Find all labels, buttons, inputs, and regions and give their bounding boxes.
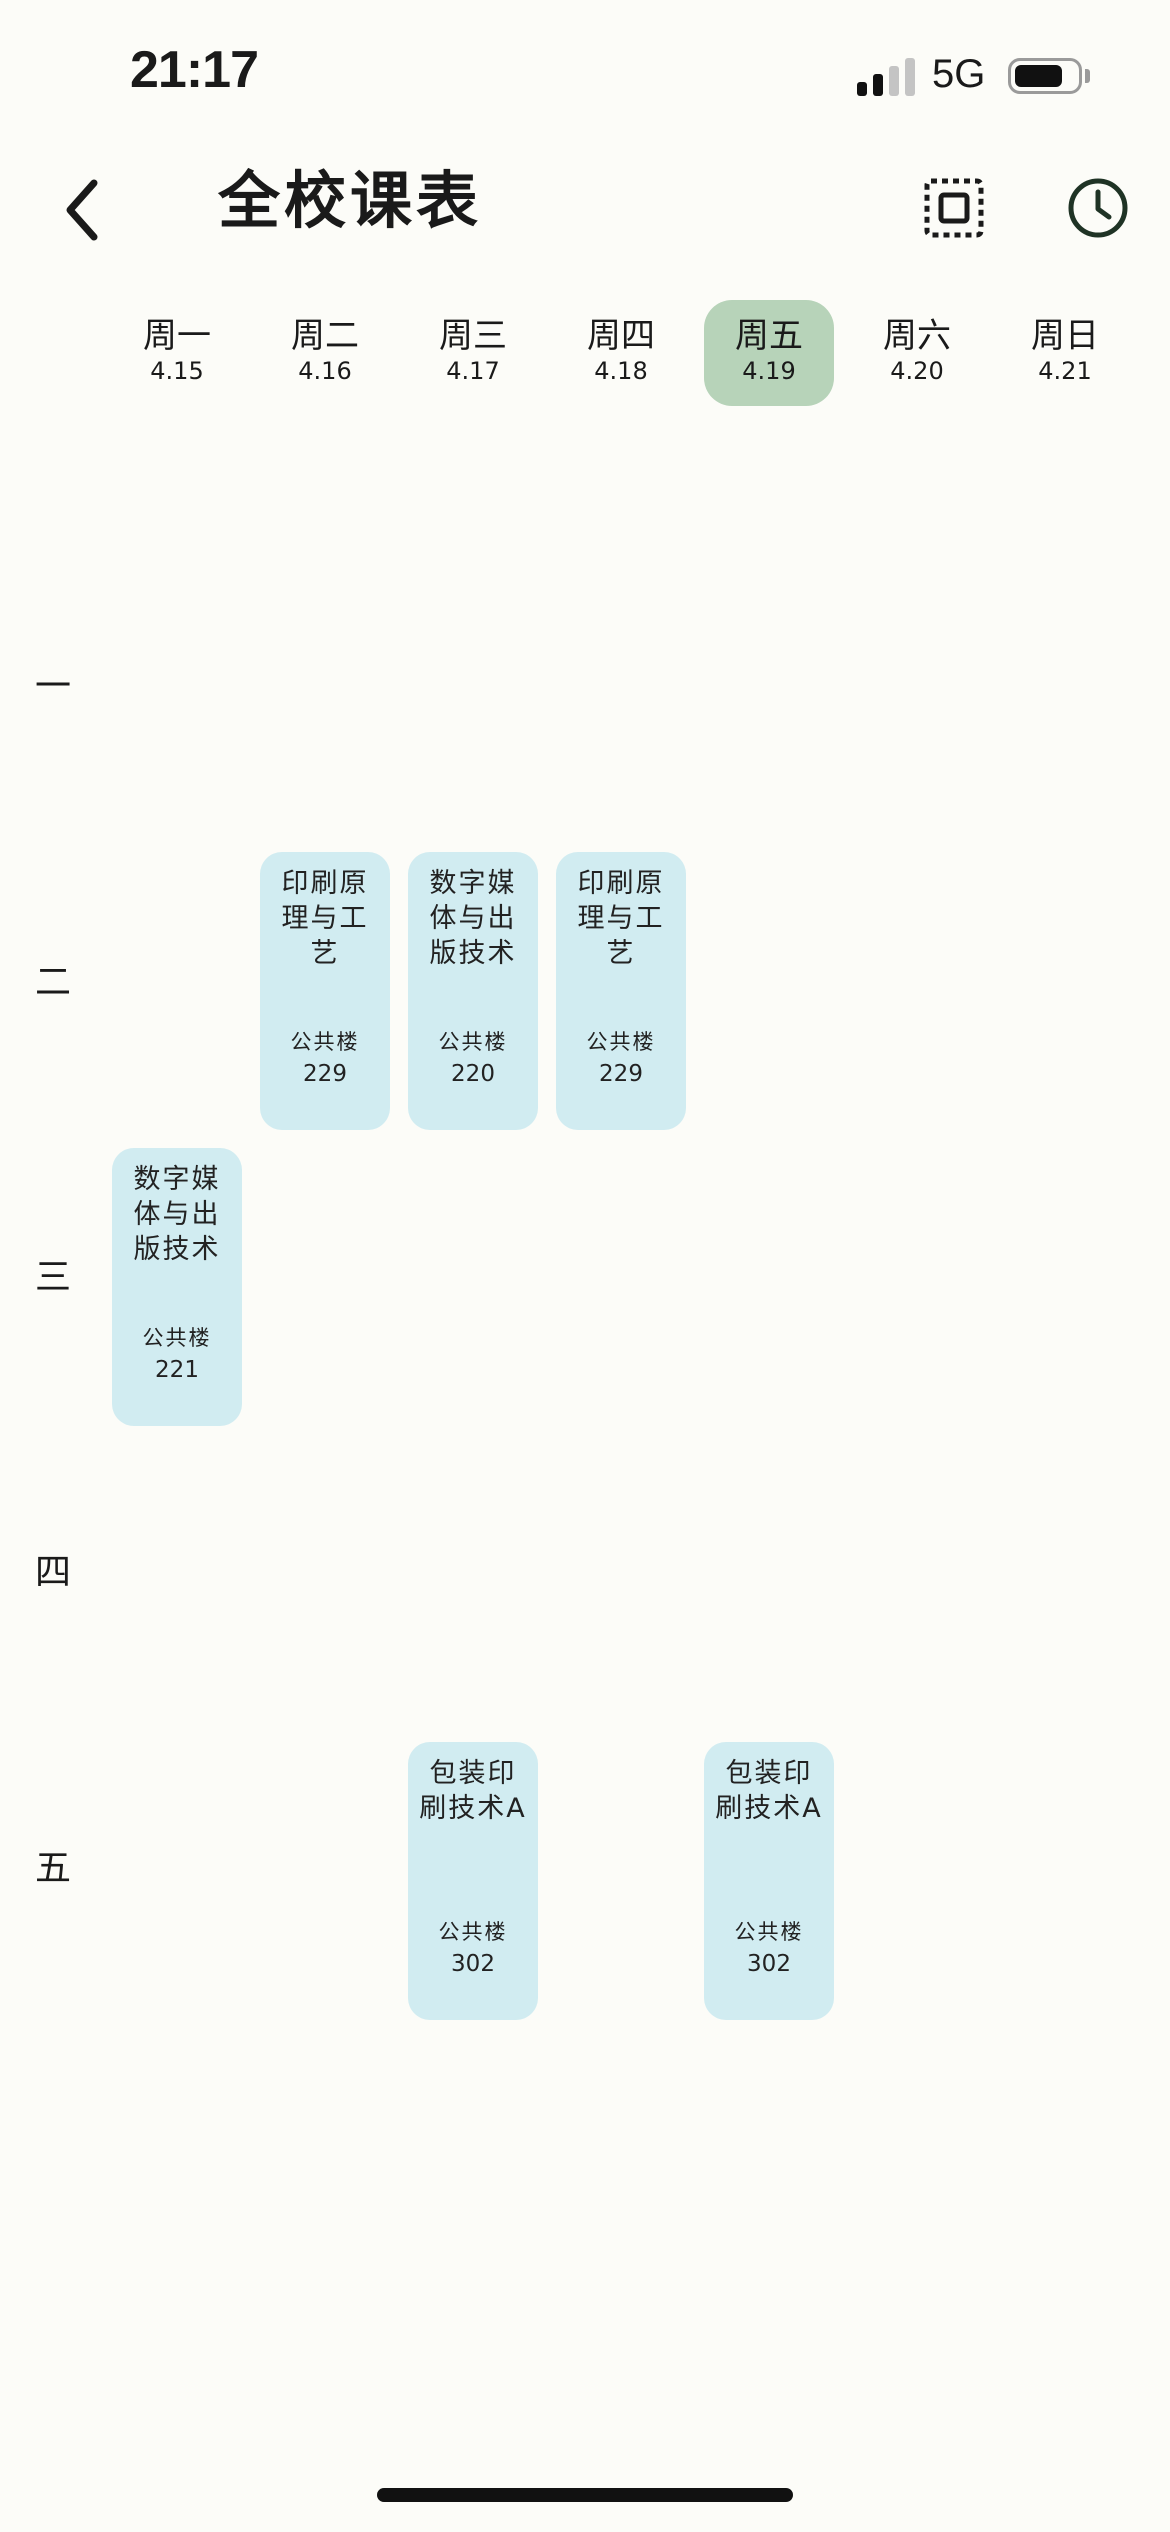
day-date: 4.17 xyxy=(446,357,500,385)
status-time: 21:17 xyxy=(130,41,259,99)
course-name: 包装印刷技术A xyxy=(715,1758,823,1824)
day-name: 周四 xyxy=(587,316,655,356)
course-room: 229 xyxy=(599,1061,643,1087)
day-date: 4.18 xyxy=(594,357,648,385)
chevron-left-icon xyxy=(66,179,98,241)
signal-icon xyxy=(857,58,917,96)
period-label: 二 xyxy=(34,962,71,1003)
period-label: 三 xyxy=(34,1257,71,1298)
signal-bar xyxy=(857,82,867,96)
signal-bar xyxy=(905,58,915,96)
select-button[interactable] xyxy=(922,176,986,240)
course-building: 公共楼 xyxy=(438,1920,508,1944)
dashed-square-icon xyxy=(924,178,984,238)
course-name: 数字媒体与出版技术 xyxy=(133,1164,221,1265)
day-date: 4.16 xyxy=(298,357,352,385)
course-building: 公共楼 xyxy=(142,1326,212,1350)
day-date: 4.21 xyxy=(1038,357,1092,385)
course-room: 221 xyxy=(155,1357,199,1383)
clock-icon xyxy=(1068,178,1128,238)
day-name: 周一 xyxy=(143,316,211,356)
battery-tip xyxy=(1085,69,1090,83)
course-card[interactable]: 包装印刷技术A 公共楼 302 xyxy=(704,1742,834,2020)
network-label: 5G xyxy=(932,52,986,96)
battery-icon xyxy=(1008,58,1082,94)
course-building: 公共楼 xyxy=(438,1030,508,1054)
status-bar: 21:17 5G xyxy=(0,0,1170,150)
course-room: 220 xyxy=(451,1061,495,1087)
period-label: 五 xyxy=(34,1848,71,1889)
course-card[interactable]: 数字媒体与出版技术公共楼 221 xyxy=(112,1148,242,1426)
course-card[interactable]: 数字媒体与出版技术公共楼 220 xyxy=(408,852,538,1130)
day-name: 周二 xyxy=(291,316,359,356)
signal-bar xyxy=(873,74,883,96)
back-button[interactable] xyxy=(50,165,120,255)
day-date: 4.20 xyxy=(890,357,944,385)
course-building: 公共楼 xyxy=(290,1030,360,1054)
home-indicator[interactable] xyxy=(377,2488,793,2502)
course-building: 公共楼 xyxy=(586,1030,656,1054)
course-room: 229 xyxy=(303,1061,347,1087)
day-name: 周六 xyxy=(883,316,951,356)
course-building: 公共楼 xyxy=(734,1920,804,1944)
course-card[interactable]: 包装印刷技术A 公共楼 302 xyxy=(408,1742,538,2020)
day-name: 周日 xyxy=(1031,316,1099,356)
day-date: 4.19 xyxy=(742,357,796,385)
day-date: 4.15 xyxy=(150,357,204,385)
day-name: 周三 xyxy=(439,316,507,356)
period-label: 一 xyxy=(34,666,71,707)
course-name: 印刷原理与工艺 xyxy=(281,868,369,969)
page-title: 全校课表 xyxy=(218,164,483,237)
day-name: 周五 xyxy=(735,316,803,356)
course-name: 印刷原理与工艺 xyxy=(577,868,665,969)
battery-fill xyxy=(1015,65,1062,87)
course-card[interactable]: 印刷原理与工艺公共楼 229 xyxy=(260,852,390,1130)
period-label: 四 xyxy=(34,1552,71,1593)
course-name: 数字媒体与出版技术 xyxy=(429,868,517,969)
course-name: 包装印刷技术A xyxy=(419,1758,527,1824)
course-card[interactable]: 印刷原理与工艺公共楼 229 xyxy=(556,852,686,1130)
course-room: 302 xyxy=(451,1951,495,1977)
course-room: 302 xyxy=(747,1951,791,1977)
signal-bar xyxy=(889,66,899,96)
clock-button[interactable] xyxy=(1066,176,1130,240)
